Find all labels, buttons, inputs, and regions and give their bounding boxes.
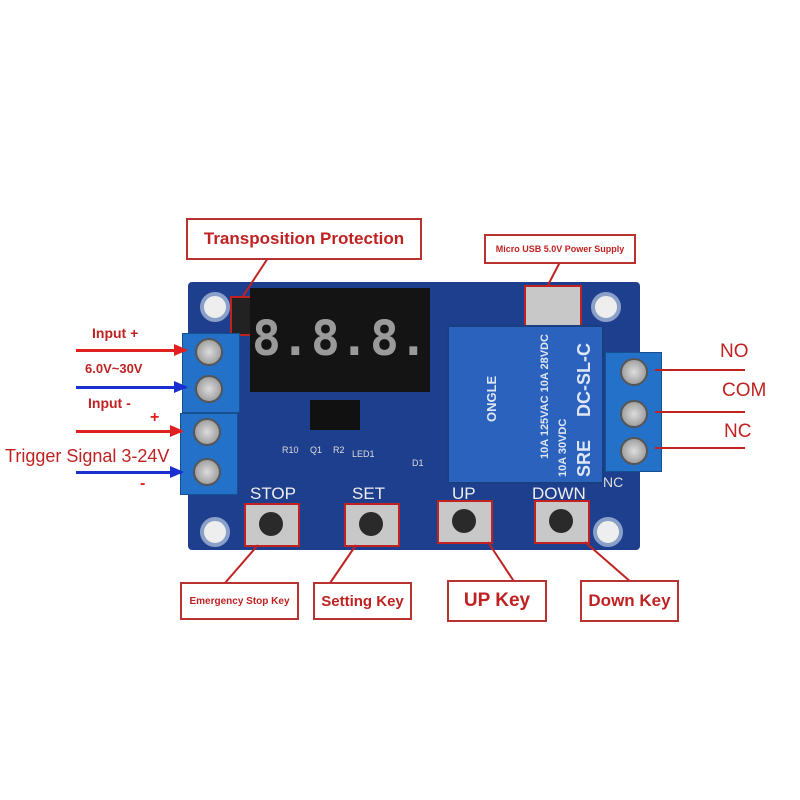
input-plus-label: Input + <box>92 325 139 341</box>
terminal-screw <box>195 338 223 366</box>
silkscreen-d1: D1 <box>412 458 424 468</box>
terminal-screw <box>620 358 648 386</box>
stop-button[interactable] <box>244 503 300 547</box>
setting-key-callout: Setting Key <box>313 582 412 620</box>
relay: ONGLE 10A 125VAC 10A 28VDC 10A 30VDC DC-… <box>447 325 604 484</box>
mounting-hole <box>200 292 230 322</box>
blue-arrow <box>76 466 184 478</box>
trigger-plus-label: + <box>150 409 160 426</box>
up-label: UP <box>452 484 476 503</box>
seven-segment-display: 8. 8. 8. <box>250 288 430 392</box>
terminal-screw <box>193 418 221 446</box>
input-minus-label: Input - <box>88 395 131 411</box>
set-label: SET <box>352 484 386 503</box>
stop-label: STOP <box>250 484 296 503</box>
silkscreen-r2: R2 <box>333 445 345 455</box>
button-cap <box>549 509 573 533</box>
display-digit: 8. <box>370 311 428 367</box>
down-button[interactable] <box>534 500 590 544</box>
up-key-callout: UP Key <box>447 580 547 622</box>
mounting-hole <box>200 517 230 547</box>
mounting-hole <box>591 292 621 322</box>
micro-usb-port <box>524 285 582 327</box>
trigger-signal-label: Trigger Signal 3-24V <box>5 446 170 466</box>
usb-power-callout: Micro USB 5.0V Power Supply <box>484 234 636 264</box>
red-arrow <box>76 425 184 437</box>
silkscreen-nc: NC <box>603 474 624 490</box>
terminal-screw <box>620 400 648 428</box>
red-arrow <box>76 344 188 356</box>
voltage-range-label: 6.0V~30V <box>85 361 143 376</box>
silkscreen-led1: LED1 <box>352 449 375 459</box>
silkscreen-r10: R10 <box>282 445 299 455</box>
no-label: NO <box>720 341 749 362</box>
button-cap <box>259 512 283 536</box>
blue-arrow <box>76 381 188 393</box>
mounting-hole <box>593 517 623 547</box>
button-cap <box>452 509 476 533</box>
transposition-protection-callout: Transposition Protection <box>186 218 422 260</box>
chip <box>310 400 360 430</box>
display-digit: 8. <box>252 311 310 367</box>
down-label: DOWN <box>532 484 586 503</box>
terminal-screw <box>620 437 648 465</box>
emergency-stop-key-callout: Emergency Stop Key <box>180 582 299 620</box>
set-button[interactable] <box>344 503 400 547</box>
terminal-screw <box>193 458 221 486</box>
display-digit: 8. <box>311 311 369 367</box>
silkscreen-q1: Q1 <box>310 445 323 455</box>
trigger-minus-label: - <box>140 475 146 492</box>
terminal-screw <box>195 375 223 403</box>
down-key-callout: Down Key <box>580 580 679 622</box>
up-button[interactable] <box>437 500 493 544</box>
button-cap <box>359 512 383 536</box>
nc-label: NC <box>724 421 752 442</box>
com-label: COM <box>722 380 767 401</box>
